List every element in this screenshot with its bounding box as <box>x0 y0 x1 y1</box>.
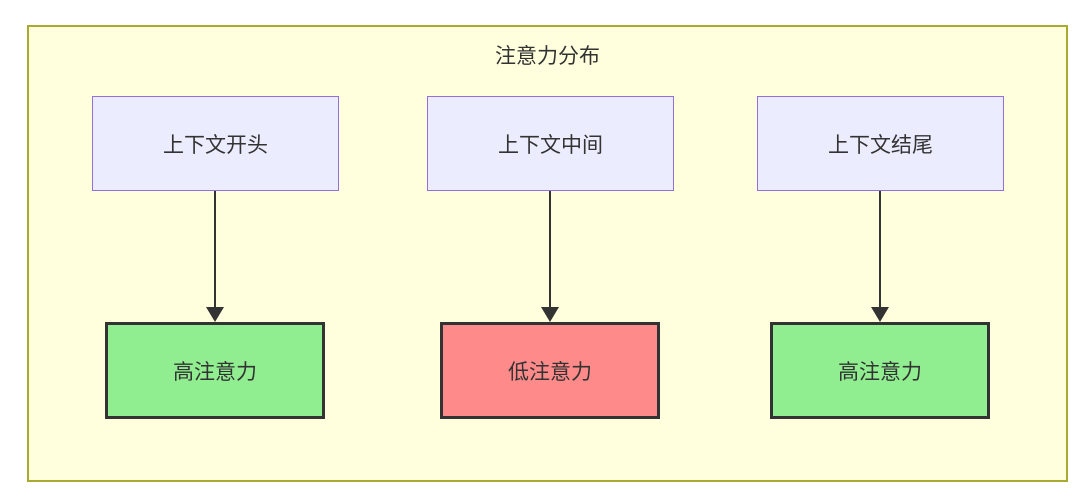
result-node-label: 高注意力 <box>173 360 257 384</box>
arrow-down-icon <box>540 191 560 322</box>
result-node-high-attention-2: 高注意力 <box>770 322 990 419</box>
arrow-down-icon <box>205 191 225 322</box>
source-node-label: 上下文结尾 <box>828 133 933 157</box>
arrow-down-icon <box>870 191 890 322</box>
source-node-context-start: 上下文开头 <box>92 96 339 191</box>
result-node-label: 低注意力 <box>508 360 592 384</box>
source-node-context-middle: 上下文中间 <box>427 96 674 191</box>
diagram-title: 注意力分布 <box>495 45 600 68</box>
result-node-label: 高注意力 <box>838 360 922 384</box>
result-node-low-attention: 低注意力 <box>440 322 660 419</box>
source-node-label: 上下文开头 <box>163 133 268 157</box>
source-node-label: 上下文中间 <box>498 133 603 157</box>
attention-distribution-diagram: 注意力分布 上下文开头 高注意力 上下文中间 低注意力 <box>27 25 1068 482</box>
source-node-context-end: 上下文结尾 <box>757 96 1004 191</box>
result-node-high-attention-1: 高注意力 <box>105 322 325 419</box>
